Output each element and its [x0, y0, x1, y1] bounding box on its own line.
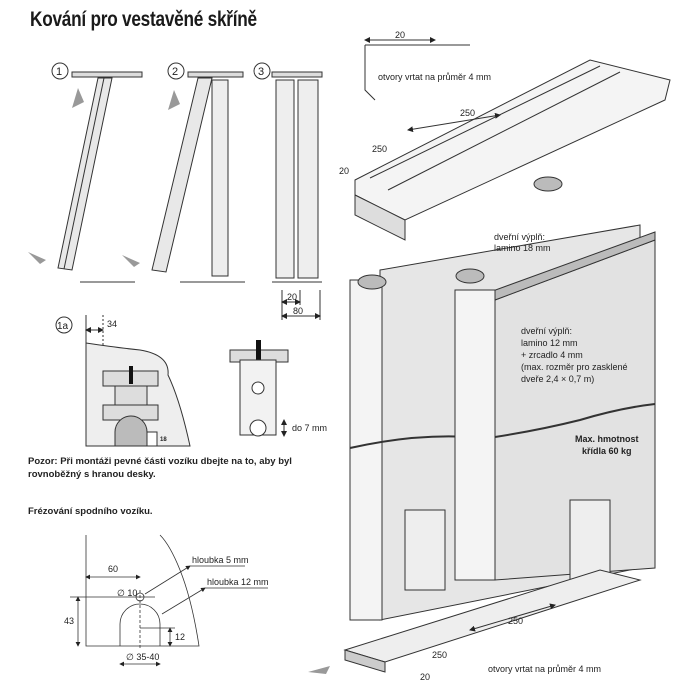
depth-12-label: hloubka 12 mm [207, 577, 269, 587]
dim-bottom-20: 20 [420, 672, 430, 682]
dim-80: 80 [293, 306, 303, 316]
arrow-up-icon [72, 88, 84, 108]
top-track: 250 250 20 [339, 59, 671, 241]
weight-line1: Max. hmotnost [575, 434, 639, 444]
page-title: Kování pro vestavěné skříně [30, 8, 257, 31]
fill-18-line1: dveřní výplň: [494, 232, 545, 242]
step-3-illustration: 3 20 80 [253, 62, 323, 320]
step-2-number: 2 [172, 66, 178, 78]
fill-12-line4: (max. rozměr pro zasklené [521, 362, 628, 372]
bottom-carriage-left [404, 509, 446, 591]
step-2-illustration: 2 [122, 62, 245, 283]
step-1-badge [51, 62, 69, 80]
fill-12-line2: lamino 12 mm [521, 338, 578, 348]
depth-5-label: hloubka 5 mm [192, 555, 249, 565]
dim-18: 18 [160, 437, 167, 443]
dim-track-250a: 250 [460, 108, 475, 118]
dim-profile-20: 20 [395, 30, 405, 40]
bottom-carriage-right [569, 499, 611, 586]
arrow-right-icon [28, 252, 46, 264]
step-3-number: 3 [258, 66, 264, 78]
fill-12-line1: dveřní výplň: [521, 326, 572, 336]
adjust-range-label: do 7 mm [292, 423, 327, 433]
dim-20: 20 [287, 292, 297, 302]
dim-12: 12 [175, 632, 185, 642]
arrow-right-icon [122, 255, 140, 267]
detail-1a: 1a 34 18 [55, 315, 191, 447]
dim-d35-40: ∅ 35-40 [126, 652, 159, 662]
step-1-illustration: 1 [28, 62, 143, 283]
dim-track-250b: 250 [372, 144, 387, 154]
arrow-icon [308, 666, 330, 674]
milling-title: Frézování spodního vozíku. [28, 506, 153, 517]
holes-bottom-label: otvory vrtat na průměr 4 mm [488, 664, 601, 674]
fill-12-line3: + zrcadlo 4 mm [521, 350, 583, 360]
fill-12-line5: dveře 2,4 × 0,7 m) [521, 374, 594, 384]
milling-drawing: 60 ∅ 10 43 12 ∅ 35-40 hloubka 5 mm hloub… [64, 534, 269, 667]
dim-track-20: 20 [339, 166, 349, 176]
fill-18-line2: lamino 18 mm [494, 243, 551, 253]
weight-line2: křídla 60 kg [582, 446, 632, 456]
dim-34: 34 [107, 319, 117, 329]
warning-note: Pozor: Při montáži pevné části vozíku db… [28, 456, 292, 480]
step-1-number: 1 [56, 66, 62, 78]
bottom-track: 250 250 20 otvory vrtat na průměr 4 mm [308, 569, 642, 682]
carriage-detail: do 7 mm [229, 340, 327, 437]
dim-43: 43 [64, 616, 74, 626]
arrow-up-icon [168, 90, 180, 110]
dim-d10: ∅ 10 [117, 588, 137, 598]
dim-60: 60 [108, 564, 118, 574]
step-1a-number: 1a [57, 321, 69, 332]
top-profile: 20 otvory vrtat na průměr 4 mm [364, 30, 491, 101]
dim-bottom-250a: 250 [508, 616, 523, 626]
dim-bottom-250b: 250 [432, 650, 447, 660]
holes-top-label: otvory vrtat na průměr 4 mm [378, 72, 491, 82]
door-front: dveřní výplň: lamino 12 mm + zrcadlo 4 m… [404, 231, 656, 591]
